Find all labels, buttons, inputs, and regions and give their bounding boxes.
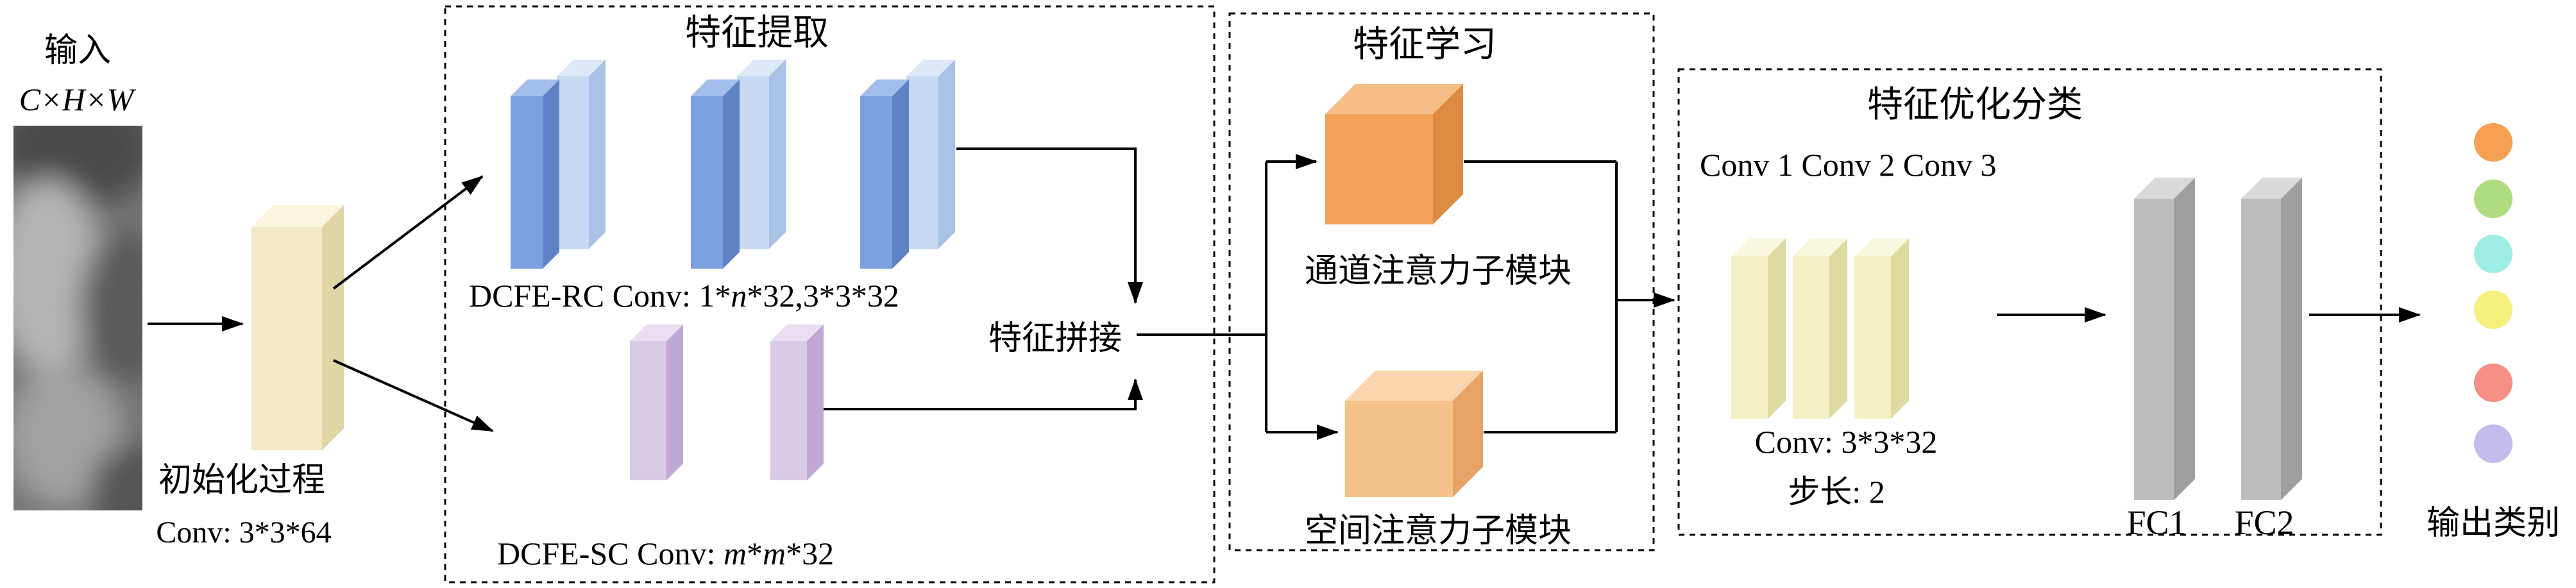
classification-box xyxy=(1677,68,2382,536)
sc-to-concat-arrow xyxy=(824,378,1143,410)
class-dot-6 xyxy=(2474,424,2512,463)
class-dot-3 xyxy=(2474,235,2512,273)
conv-size-label: Conv: 3*3*32 xyxy=(1755,424,1938,460)
rc-dark-slab-3 xyxy=(860,80,909,269)
conv-slab-3 xyxy=(1854,239,1909,419)
feature-extraction-title: 特征提取 xyxy=(685,13,829,53)
fc2-label: FC2 xyxy=(2234,503,2294,542)
rc-dark-slab-2 xyxy=(691,80,740,269)
init-block-side xyxy=(322,205,344,450)
rc-light-slab-2 xyxy=(737,60,786,249)
rc-light-slab-3 xyxy=(906,60,955,249)
init-block-top xyxy=(251,205,344,227)
fc-slab-1 xyxy=(2134,178,2195,500)
rc-conv-pair-3 xyxy=(860,60,955,269)
channel-attention-label: 通道注意力子模块 xyxy=(1305,253,1572,290)
input-image-texture xyxy=(13,126,142,510)
rc-conv-pair-2 xyxy=(691,60,786,269)
conv-slab-1 xyxy=(1731,239,1786,419)
input-image xyxy=(13,126,142,510)
conv-headers-label: Conv 1 Conv 2 Conv 3 xyxy=(1700,147,1997,183)
feature-extraction-box xyxy=(444,5,1216,584)
init-to-sc-arrow xyxy=(333,359,494,432)
channel-attention-cube xyxy=(1325,84,1463,224)
input-dims-label: C×H×W xyxy=(19,81,137,117)
rc-light-slab-1 xyxy=(557,60,606,249)
class-dot-5 xyxy=(2474,364,2512,402)
rc-to-concat-arrow xyxy=(956,147,1143,304)
init-conv-block xyxy=(251,205,344,450)
fc-slab-2 xyxy=(2241,178,2302,500)
init-block-front xyxy=(251,227,322,450)
stride-label: 步长: 2 xyxy=(1788,474,1885,510)
init-conv-label: Conv: 3*3*64 xyxy=(156,516,331,550)
feature-learning-title: 特征学习 xyxy=(1353,25,1496,65)
sc-conv-slab-2 xyxy=(770,324,824,480)
spatial-attention-label: 空间注意力子模块 xyxy=(1305,513,1572,550)
spatial-attention-cube xyxy=(1345,371,1483,497)
class-dot-1 xyxy=(2474,123,2512,162)
class-dot-4 xyxy=(2474,290,2512,329)
rc-conv-pair-1 xyxy=(511,60,606,269)
init-label: 初始化过程 xyxy=(158,462,325,499)
sc-conv-slab-1 xyxy=(630,324,683,480)
init-to-rc-arrow xyxy=(332,175,484,290)
output-class-dots xyxy=(2474,123,2512,463)
class-dot-2 xyxy=(2474,180,2512,218)
output-label: 输出类别 xyxy=(2427,505,2560,542)
rc-dark-slab-1 xyxy=(511,80,559,269)
concat-label: 特征拼接 xyxy=(988,321,1122,357)
rc-branch-label: DCFE-RC Conv: 1*n*32,3*3*32 xyxy=(469,278,899,314)
conv-slab-2 xyxy=(1793,239,1847,419)
classification-title: 特征优化分类 xyxy=(1867,85,2083,125)
input-label: 输入 xyxy=(44,33,111,69)
feature-learning-box xyxy=(1228,12,1655,551)
fc1-label: FC1 xyxy=(2126,503,2186,542)
sc-branch-label: DCFE-SC Conv: m*m*32 xyxy=(497,535,834,571)
